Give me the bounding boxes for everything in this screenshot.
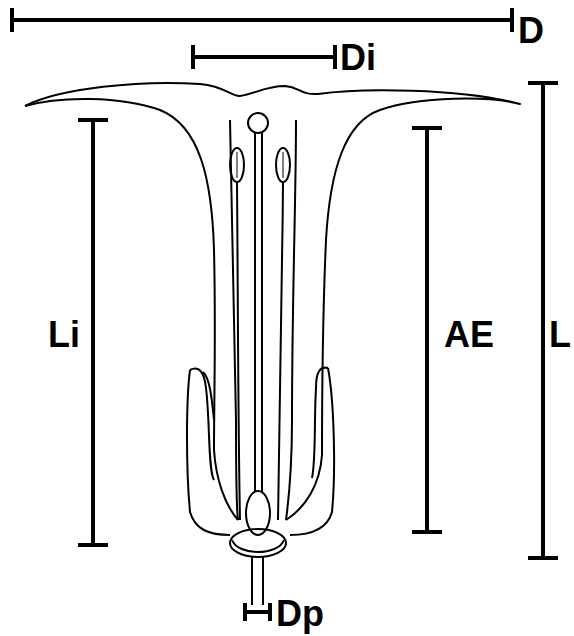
dimension-label: Dp [276,596,324,632]
dimension-label: D [518,13,544,49]
dimension-bars [12,8,558,621]
dimension-label: Di [340,40,376,76]
dimension-label: L [549,317,571,353]
flower-outline [25,83,520,605]
dimension-label: Li [48,317,80,353]
dimension-label: AE [444,317,494,353]
